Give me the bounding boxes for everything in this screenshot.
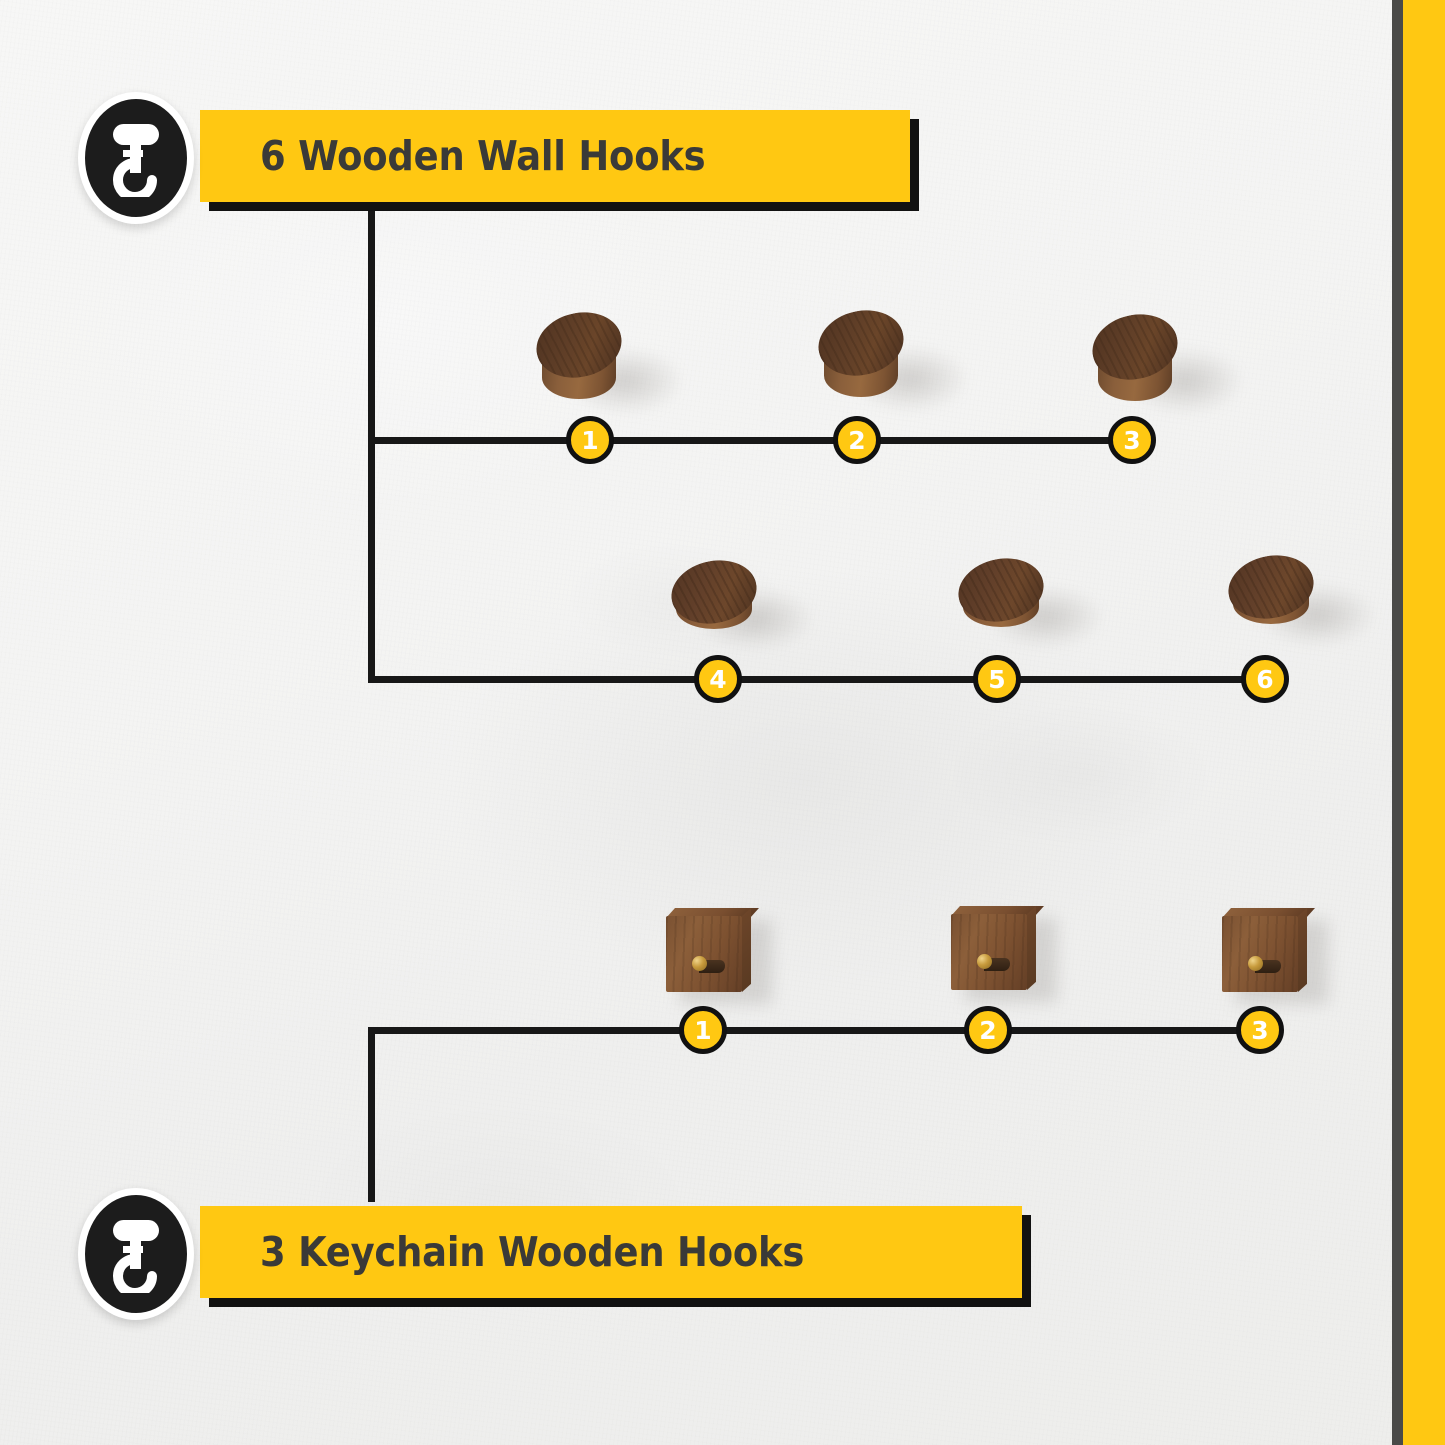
block-right-edge (1298, 907, 1307, 992)
marker-label: 6 (1256, 664, 1274, 694)
badge-label: 6 Wooden Wall Hooks (260, 132, 706, 180)
marker-label: 2 (848, 425, 866, 455)
brass-knob-icon (1248, 956, 1263, 971)
crane-hook-icon (78, 92, 194, 224)
wooden-peg-hook (1222, 547, 1320, 634)
keychain-wooden-hook (1222, 907, 1316, 998)
wooden-peg-hook (529, 304, 629, 405)
block-right-edge (1027, 905, 1036, 990)
marker-label: 1 (581, 425, 599, 455)
marker-wall-4[interactable]: 4 (694, 655, 742, 703)
marker-label: 4 (709, 664, 727, 694)
connector-trunk-keychain-hooks (368, 1027, 375, 1202)
wooden-peg-hook (811, 302, 911, 403)
brass-knob-icon (977, 954, 992, 969)
wooden-peg-hook (665, 552, 763, 639)
keychain-wooden-hook (951, 905, 1045, 996)
block-right-edge (742, 907, 751, 992)
marker-label: 3 (1251, 1015, 1269, 1045)
peg-top-face (665, 552, 763, 632)
badge-plate: 6 Wooden Wall Hooks (200, 110, 910, 202)
connector-branch-keychain-row-1 (368, 1027, 1264, 1034)
marker-keychain-2[interactable]: 2 (964, 1006, 1012, 1054)
marker-label: 2 (979, 1015, 997, 1045)
connector-branch-wall-row-2 (368, 676, 1268, 683)
marker-keychain-1[interactable]: 1 (679, 1006, 727, 1054)
right-edge-dark-strip (1392, 0, 1403, 1445)
marker-wall-1[interactable]: 1 (566, 416, 614, 464)
connector-trunk-wall-hooks (368, 205, 375, 683)
connector-branch-wall-row-1 (368, 437, 1136, 444)
marker-label: 5 (988, 664, 1006, 694)
marker-label: 1 (694, 1015, 712, 1045)
marker-label: 3 (1123, 425, 1141, 455)
wooden-peg-hook (1085, 306, 1185, 407)
peg-top-face (952, 550, 1050, 630)
wooden-peg-hook (952, 550, 1050, 637)
badge-label: 3 Keychain Wooden Hooks (260, 1228, 805, 1276)
peg-top-face (1222, 547, 1320, 627)
marker-wall-5[interactable]: 5 (973, 655, 1021, 703)
block-front-face (951, 914, 1027, 990)
block-front-face (666, 916, 742, 992)
marker-wall-6[interactable]: 6 (1241, 655, 1289, 703)
marker-wall-2[interactable]: 2 (833, 416, 881, 464)
wall-smudge (940, 700, 1220, 850)
marker-wall-3[interactable]: 3 (1108, 416, 1156, 464)
keychain-wooden-hook (666, 907, 760, 998)
block-front-face (1222, 916, 1298, 992)
brass-knob-icon (692, 956, 707, 971)
marker-keychain-3[interactable]: 3 (1236, 1006, 1284, 1054)
right-edge-yellow-strip (1403, 0, 1445, 1445)
badge-plate: 3 Keychain Wooden Hooks (200, 1206, 1022, 1298)
crane-hook-icon (78, 1188, 194, 1320)
